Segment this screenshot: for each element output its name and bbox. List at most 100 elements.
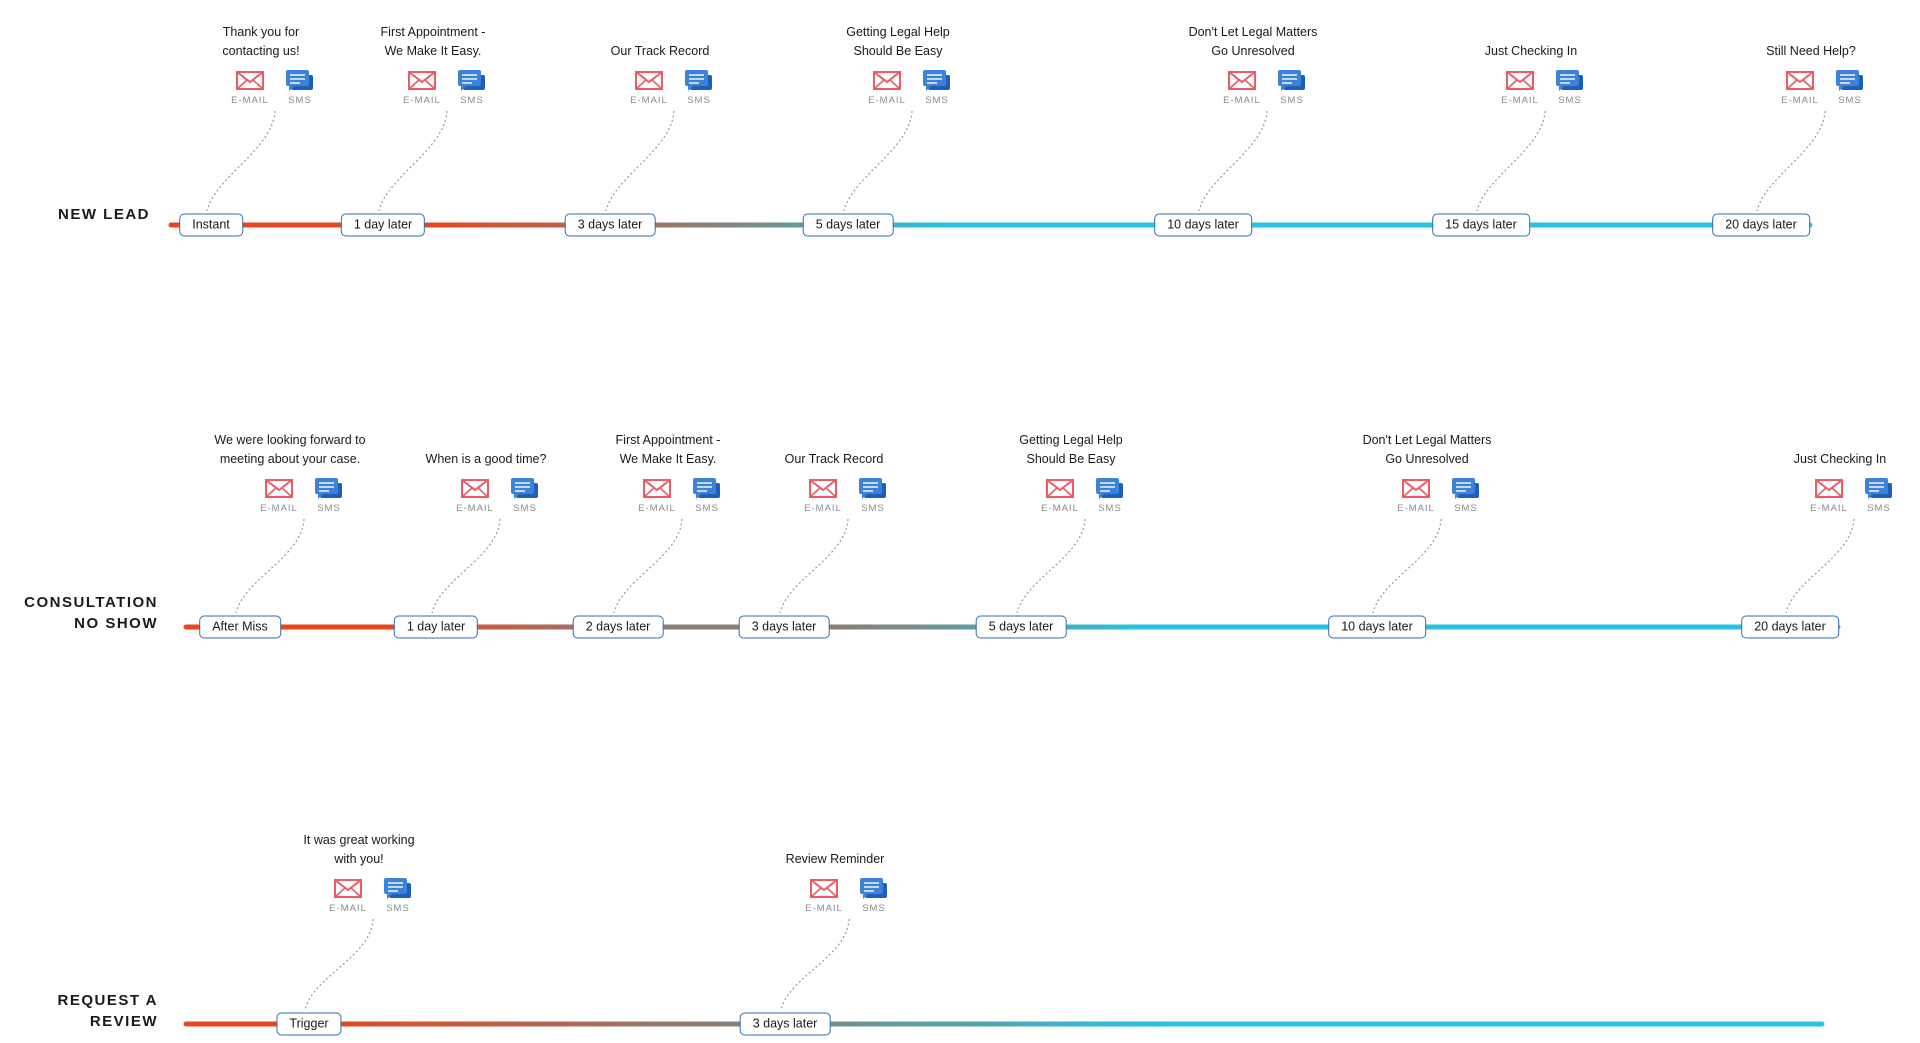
email-channel-label: E-MAIL	[403, 95, 441, 106]
consultation-no-show-stage-6[interactable]: 20 days later	[1741, 615, 1839, 639]
stage-timing-label: 5 days later	[975, 615, 1067, 639]
chat-bubbles-icon	[1556, 70, 1583, 91]
chat-bubbles-icon	[685, 70, 712, 91]
stage-title-line: First Appointment -	[380, 25, 486, 39]
envelope-icon	[635, 71, 663, 90]
stage-title-line: with you!	[334, 852, 384, 866]
envelope-icon	[408, 71, 436, 90]
sms-channel-label: SMS	[1838, 95, 1862, 106]
new-lead-stage-3[interactable]: 5 days later	[802, 213, 894, 237]
email-channel-label: E-MAIL	[1223, 95, 1261, 106]
consultation-no-show-stage-2[interactable]: 2 days later	[572, 615, 664, 639]
envelope-icon	[334, 879, 362, 898]
sequence-label-line: REQUEST A	[57, 992, 158, 1009]
stage-timing-label: Instant	[179, 213, 243, 237]
stage-title-line: Just Checking In	[1793, 452, 1887, 466]
envelope-icon	[873, 71, 901, 90]
stage-timing-label: 20 days later	[1712, 213, 1810, 237]
email-channel-label: E-MAIL	[1810, 503, 1848, 514]
sms-channel-label: SMS	[288, 95, 312, 106]
consultation-no-show-stage-0[interactable]: After Miss	[199, 615, 281, 639]
new-lead-stage-2-title: Our Track Record	[570, 42, 750, 61]
sms-channel-label: SMS	[386, 903, 410, 914]
stage-title-line: We were looking forward to	[214, 433, 366, 447]
stage-title-line: We Make It Easy.	[619, 452, 717, 466]
new-lead-stage-5-title: Just Checking In	[1441, 42, 1621, 61]
stage-timing-label: 3 days later	[739, 1012, 831, 1036]
sms-channel-label: SMS	[1867, 503, 1891, 514]
consultation-no-show-stage-2-title: First Appointment -We Make It Easy.	[578, 431, 758, 469]
stage-title-line: Getting Legal Help	[846, 25, 950, 39]
new-lead-stage-6-title: Still Need Help?	[1721, 42, 1901, 61]
consultation-no-show-stage-3[interactable]: 3 days later	[738, 615, 830, 639]
stage-timing-label: 15 days later	[1432, 213, 1530, 237]
new-lead-stage-0[interactable]: Instant	[179, 213, 243, 237]
stage-connector	[779, 518, 849, 614]
stage-timing-label: 3 days later	[564, 213, 656, 237]
envelope-icon	[1815, 479, 1843, 498]
stage-connector	[206, 110, 276, 212]
sms-channel-label: SMS	[1280, 95, 1304, 106]
email-channel-label: E-MAIL	[231, 95, 269, 106]
stage-title-line: contacting us!	[222, 44, 300, 58]
stage-title-line: Go Unresolved	[1385, 452, 1469, 466]
stage-connector	[304, 918, 374, 1011]
new-lead-stage-6[interactable]: 20 days later	[1712, 213, 1810, 237]
consultation-no-show-stage-5[interactable]: 10 days later	[1328, 615, 1426, 639]
stage-timing-label: 3 days later	[738, 615, 830, 639]
stage-timing-label: 1 day later	[393, 615, 479, 639]
email-channel-label: E-MAIL	[804, 503, 842, 514]
stage-title-line: Thank you for	[222, 25, 300, 39]
stage-connector	[1016, 518, 1086, 614]
envelope-icon	[809, 479, 837, 498]
email-channel-label: E-MAIL	[1501, 95, 1539, 106]
email-channel-label: E-MAIL	[630, 95, 668, 106]
consultation-no-show-stage-4[interactable]: 5 days later	[975, 615, 1067, 639]
stage-title-line: Our Track Record	[784, 452, 884, 466]
sequence-label-line: REVIEW	[89, 1013, 158, 1030]
sms-channel-label: SMS	[317, 503, 341, 514]
sms-channel-label: SMS	[513, 503, 537, 514]
chat-bubbles-icon	[1865, 478, 1892, 499]
envelope-icon	[1402, 479, 1430, 498]
stage-title-line: Getting Legal Help	[1019, 433, 1123, 447]
stage-timing-label: 10 days later	[1328, 615, 1426, 639]
envelope-icon	[236, 71, 264, 90]
chat-bubbles-icon	[693, 478, 720, 499]
chat-bubbles-icon	[1452, 478, 1479, 499]
chat-bubbles-icon	[923, 70, 950, 91]
new-lead-stage-1[interactable]: 1 day later	[340, 213, 426, 237]
sms-channel-label: SMS	[1098, 503, 1122, 514]
chat-bubbles-icon	[286, 70, 313, 91]
new-lead-stage-4[interactable]: 10 days later	[1154, 213, 1252, 237]
envelope-icon	[643, 479, 671, 498]
sms-channel-label: SMS	[925, 95, 949, 106]
chat-bubbles-icon	[1836, 70, 1863, 91]
envelope-icon	[1506, 71, 1534, 90]
stage-connector	[235, 518, 305, 614]
request-a-review-stage-0[interactable]: Trigger	[276, 1012, 342, 1036]
new-lead-stage-2[interactable]: 3 days later	[564, 213, 656, 237]
email-channel-label: E-MAIL	[329, 903, 367, 914]
new-lead-stage-5[interactable]: 15 days later	[1432, 213, 1530, 237]
new-lead-stage-1-title: First Appointment -We Make It Easy.	[343, 23, 523, 61]
email-channel-label: E-MAIL	[638, 503, 676, 514]
stage-connector	[613, 518, 683, 614]
stage-title-line: Just Checking In	[1484, 44, 1578, 58]
chat-bubbles-icon	[511, 478, 538, 499]
chat-bubbles-icon	[384, 878, 411, 899]
chat-bubbles-icon	[1096, 478, 1123, 499]
envelope-icon	[1786, 71, 1814, 90]
email-channel-label: E-MAIL	[868, 95, 906, 106]
consultation-no-show-stage-1[interactable]: 1 day later	[393, 615, 479, 639]
request-a-review-stage-1[interactable]: 3 days later	[739, 1012, 831, 1036]
chat-bubbles-icon	[458, 70, 485, 91]
